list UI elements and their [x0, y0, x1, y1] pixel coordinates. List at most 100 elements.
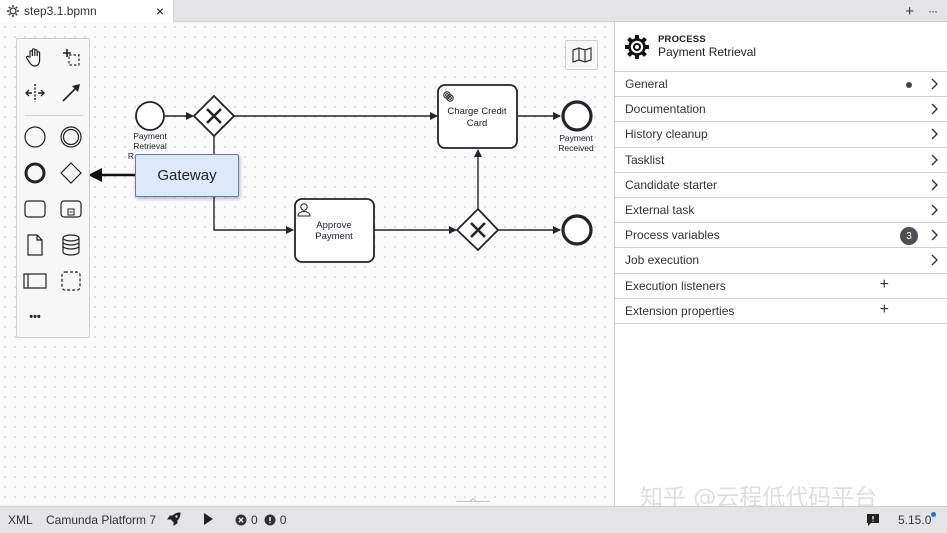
chevron-right-icon: [931, 179, 938, 191]
user-task-approve-payment[interactable]: Approve Payment: [294, 198, 375, 263]
group-general[interactable]: General: [615, 72, 947, 98]
panel-header: PROCESS Payment Retrieval: [615, 22, 947, 72]
exclusive-gateway[interactable]: [455, 207, 500, 252]
error-icon: [235, 514, 247, 526]
add-listener-button[interactable]: +: [879, 275, 889, 293]
chevron-right-icon: [931, 254, 938, 266]
panel-resize-handle[interactable]: [448, 498, 498, 502]
start-event[interactable]: [135, 101, 165, 131]
warning-count: 0: [279, 513, 287, 527]
exclusive-gateway[interactable]: [192, 94, 236, 138]
group-label: Documentation: [625, 102, 706, 117]
group-extension-properties[interactable]: Extension properties +: [615, 299, 947, 324]
group-execution-listeners[interactable]: Execution listeners +: [615, 274, 947, 299]
update-dot-icon: [931, 512, 937, 517]
service-task-charge-credit-card[interactable]: Charge Credit Card: [437, 84, 518, 149]
data-object-icon[interactable]: [21, 231, 49, 259]
element-name: Payment Retrieval: [658, 45, 757, 59]
event-label: Received: [558, 143, 594, 153]
group-documentation[interactable]: Documentation: [615, 97, 947, 123]
deploy-button[interactable]: [166, 511, 182, 527]
event-label: R: [128, 151, 134, 161]
tab-step3-bpmn[interactable]: step3.1.bpmn ×: [0, 0, 174, 22]
group-label: Candidate starter: [625, 177, 718, 192]
warning-icon: [264, 514, 276, 526]
start-event-icon[interactable]: [21, 123, 49, 151]
end-event[interactable]: [561, 214, 593, 246]
lasso-tool-icon[interactable]: [57, 43, 85, 71]
tab-title: step3.1.bpmn: [24, 4, 97, 18]
connect-tool-icon[interactable]: [57, 79, 85, 107]
group-label: History cleanup: [625, 127, 708, 142]
execution-platform-button[interactable]: Camunda Platform 7: [46, 513, 157, 527]
gateway-tooltip: Gateway: [135, 154, 239, 197]
map-icon: [571, 47, 592, 63]
group-external-task[interactable]: External task: [615, 198, 947, 224]
arrow-head-icon: [88, 168, 102, 182]
version-button[interactable]: 5.15.0: [898, 512, 937, 527]
version-label: 5.15.0: [898, 513, 932, 527]
status-bar: XML Camunda Platform 7 0 0 5.15.0: [0, 506, 947, 533]
close-icon[interactable]: ×: [155, 3, 165, 19]
end-event-icon[interactable]: [21, 159, 49, 187]
count-badge: 3: [900, 227, 918, 246]
error-count: 0: [251, 513, 258, 527]
chevron-right-icon: [931, 229, 938, 241]
element-type: PROCESS: [658, 34, 706, 45]
feedback-icon: [867, 514, 879, 526]
group-label: Tasklist: [625, 152, 665, 167]
event-label: Payment: [133, 131, 167, 141]
chevron-right-icon: [931, 103, 938, 115]
group-icon[interactable]: [57, 267, 85, 295]
task-label: Card: [467, 118, 488, 129]
problems-button[interactable]: 0 0: [235, 513, 286, 527]
start-instance-button[interactable]: [202, 512, 214, 526]
rocket-icon: [167, 512, 181, 526]
end-event[interactable]: [561, 100, 593, 132]
group-tasklist[interactable]: Tasklist: [615, 148, 947, 173]
space-tool-icon[interactable]: [21, 79, 49, 107]
bpmn-diagram: Charge Credit Card Approve Payment Payme…: [88, 84, 594, 263]
bpmn-canvas[interactable]: Charge Credit Card Approve Payment Payme…: [0, 22, 614, 506]
chevron-right-icon: [931, 128, 938, 140]
event-label: Payment: [559, 133, 593, 143]
xml-view-button[interactable]: XML: [8, 513, 33, 527]
task-label: Approve: [316, 220, 351, 231]
tabbar-actions: + ···: [905, 0, 938, 22]
chevron-right-icon: [931, 78, 938, 90]
properties-panel: PROCESS Payment Retrieval General Docume…: [614, 22, 947, 506]
group-process-variables[interactable]: Process variables 3: [615, 223, 947, 249]
group-job-execution[interactable]: Job execution: [615, 248, 947, 274]
minimap-toggle-button[interactable]: [565, 40, 598, 70]
group-label: Process variables: [625, 228, 720, 243]
group-label: General: [625, 77, 668, 92]
feedback-button[interactable]: [866, 513, 880, 527]
task-label: Charge Credit: [447, 106, 506, 117]
task-icon[interactable]: [21, 195, 49, 223]
hand-tool-icon[interactable]: [21, 43, 49, 71]
subprocess-icon[interactable]: [57, 195, 85, 223]
user-icon: [297, 203, 311, 217]
group-label: Extension properties: [625, 303, 735, 318]
play-icon: [204, 513, 213, 525]
group-candidate-starter[interactable]: Candidate starter: [615, 173, 947, 198]
group-label: Job execution: [625, 253, 700, 268]
event-label: Retrieval: [133, 141, 167, 151]
gear-icon: [443, 91, 454, 102]
group-history-cleanup[interactable]: History cleanup: [615, 122, 947, 148]
group-label: Execution listeners: [625, 278, 726, 293]
add-extension-property-button[interactable]: +: [879, 300, 889, 318]
gear-icon: [6, 4, 20, 18]
gateway-icon[interactable]: [57, 159, 85, 187]
gear-icon: [625, 34, 649, 59]
new-tab-button[interactable]: +: [905, 2, 914, 20]
chevron-right-icon: [931, 204, 938, 216]
intermediate-event-icon[interactable]: [57, 123, 85, 151]
data-indicator-dot: [906, 82, 912, 88]
group-label: External task: [625, 203, 695, 218]
more-tools-button[interactable]: •••: [29, 311, 41, 323]
pool-icon[interactable]: [21, 267, 49, 295]
data-store-icon[interactable]: [57, 231, 85, 259]
tab-bar: step3.1.bpmn × + ···: [0, 0, 947, 22]
more-options-button[interactable]: ···: [928, 4, 938, 18]
